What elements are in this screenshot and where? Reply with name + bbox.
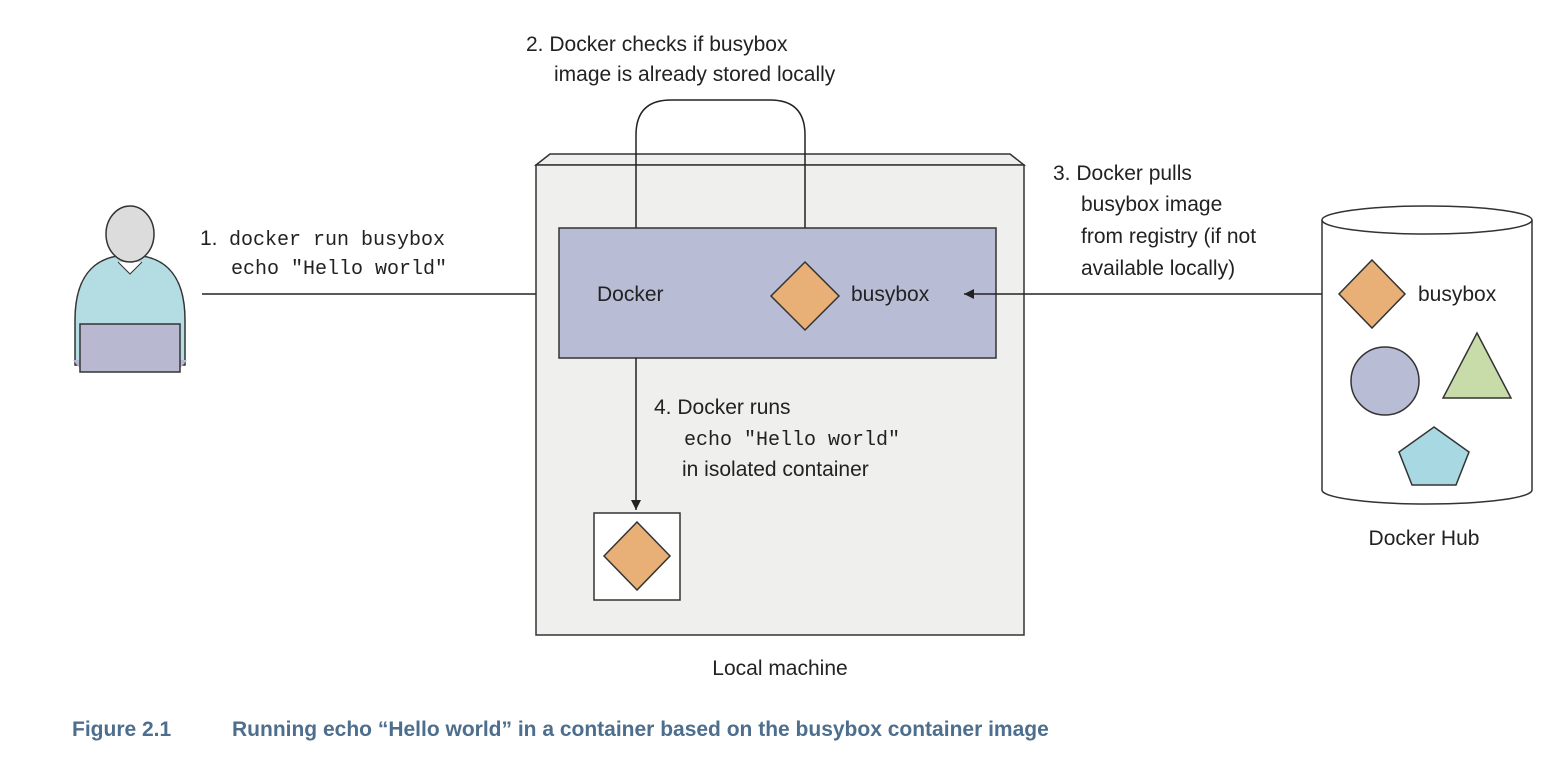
figure-caption-text: Running echo “Hello world” in a containe… [232,718,1049,741]
container-image-icon [602,520,672,592]
arrow-check-local-loop [635,99,810,260]
docker-hub-cylinder-top [1321,205,1533,235]
busybox-hub-label: busybox [1418,283,1497,306]
figure-number: Figure 2.1 [72,718,172,741]
step4-command: echo "Hello world" [684,429,900,452]
figure-caption: Figure 2.1 Running echo “Hello world” in … [72,718,1049,741]
user-collar [117,261,143,275]
step1-command-line2: echo "Hello world" [231,258,447,281]
circle-image-icon [1350,346,1420,416]
busybox-local-image-icon [769,260,841,332]
local-machine-top [533,153,1027,166]
local-machine-label: Local machine [712,657,847,680]
step2-line1: 2. Docker checks if busybox [526,33,788,56]
docker-label: Docker [597,283,664,306]
step1-number: 1. [200,227,218,250]
step3-line3: from registry (if not [1081,225,1256,248]
step4-line3: in isolated container [682,458,869,481]
laptop-screen [79,323,181,373]
busybox-local-label: busybox [851,283,930,306]
docker-hub-registry: busybox [1321,205,1533,505]
busybox-hub-image-icon [1337,258,1407,330]
step1-command-line1: docker run busybox [229,229,445,252]
user-figure [73,205,187,373]
step2-line2: image is already stored locally [554,63,836,86]
pentagon-image-icon [1398,426,1470,486]
step3-line4: available locally) [1081,257,1235,280]
docker-hub-label: Docker Hub [1369,527,1480,550]
triangle-image-icon [1441,331,1513,399]
step3-line1: 3. Docker pulls [1053,162,1192,185]
step4-line1: 4. Docker runs [654,396,791,419]
user-head [105,205,155,263]
step3-line2: busybox image [1081,193,1222,216]
